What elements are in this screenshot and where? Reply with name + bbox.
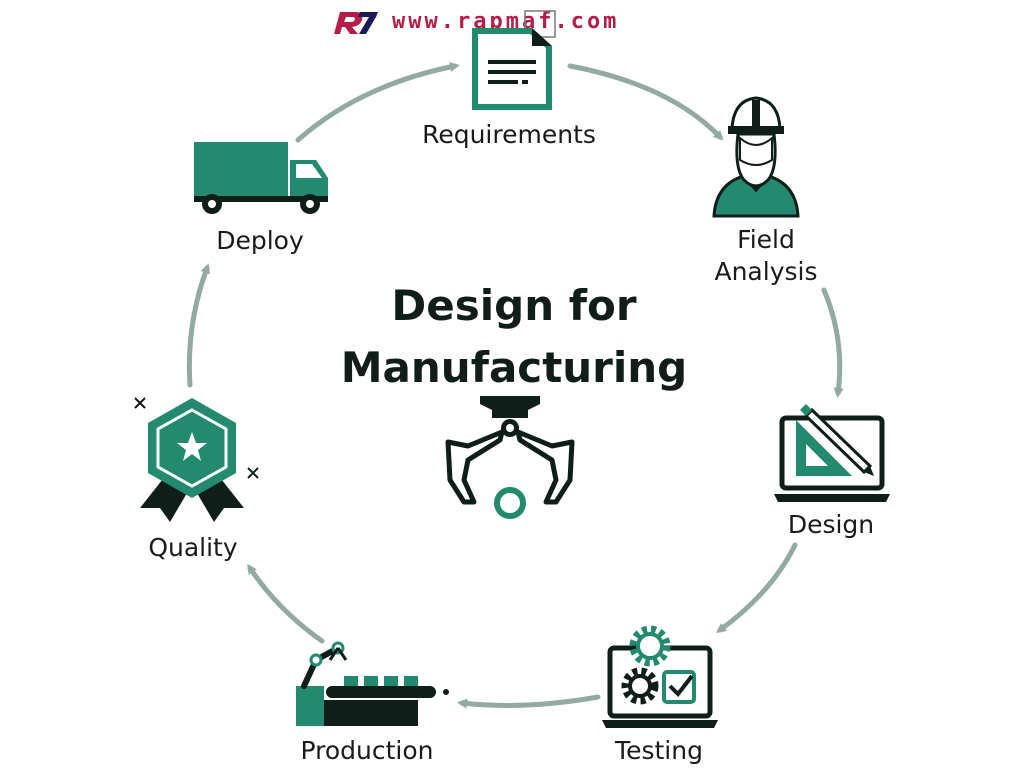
cycle-arrows	[186, 62, 844, 709]
arrow-deploy-to-requirements	[295, 62, 460, 143]
quality-badge-icon	[134, 397, 259, 522]
step-label-production: Production	[300, 736, 433, 765]
laptop-gears-check-icon	[602, 625, 718, 728]
step-deploy: Deploy	[194, 142, 328, 255]
step-label-requirements: Requirements	[422, 120, 596, 149]
truck-icon	[194, 142, 328, 214]
brand-logo	[334, 12, 378, 34]
arrow-field-analysis-to-design	[821, 287, 844, 398]
gear-top-icon	[629, 625, 671, 667]
center-title-line1: Design for	[391, 281, 636, 330]
center-title: Design for Manufacturing	[341, 281, 688, 392]
step-label-field: Field	[737, 225, 795, 254]
robot-arm-conveyor-icon	[296, 641, 449, 726]
arrow-requirements-to-field-analysis	[567, 63, 724, 141]
step-testing: Testing	[602, 625, 718, 765]
check-box-icon	[662, 670, 696, 704]
document-icon	[472, 28, 552, 110]
arrow-quality-to-deploy	[186, 263, 210, 388]
step-quality: Quality	[134, 397, 259, 562]
step-label-testing: Testing	[614, 736, 703, 765]
center-title-line2: Manufacturing	[341, 343, 688, 392]
arrow-production-to-quality	[247, 563, 325, 644]
arrow-design-to-testing	[715, 542, 798, 633]
step-requirements: Requirements	[422, 28, 596, 149]
step-label-design: Design	[788, 510, 874, 539]
step-label-deploy: Deploy	[216, 226, 304, 255]
step-production: Production	[296, 641, 449, 765]
gear-bottom-icon	[621, 667, 659, 705]
laptop-drafting-icon	[774, 404, 890, 502]
step-label-quality: Quality	[148, 533, 238, 562]
arrow-testing-to-production	[457, 694, 601, 709]
step-label-analysis: Analysis	[714, 257, 817, 286]
step-design: Design	[774, 404, 890, 539]
step-field-analysis: Field Analysis	[712, 96, 818, 286]
gripper-claw-icon	[445, 396, 575, 519]
engineer-icon	[712, 96, 800, 218]
